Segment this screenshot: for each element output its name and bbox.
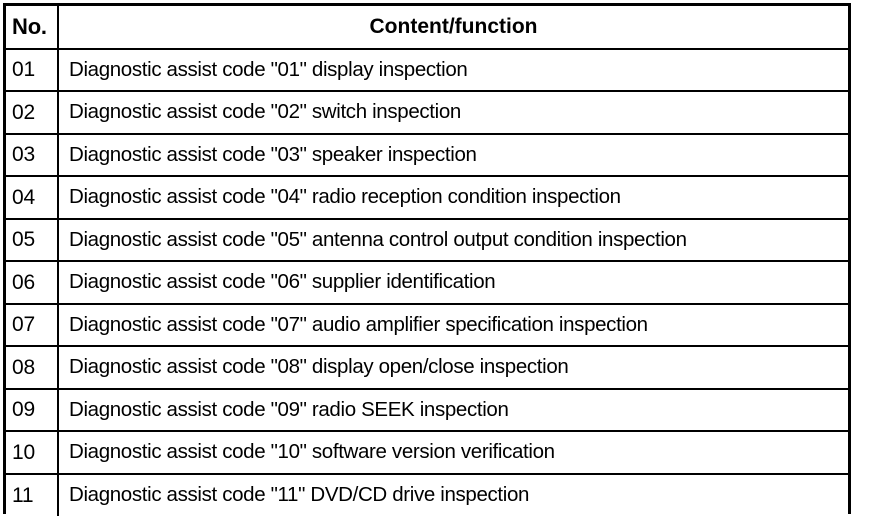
table-row: 01 Diagnostic assist code "01" display i… (6, 48, 848, 92)
table-header: No. Content/function (6, 6, 848, 50)
row-number: 09 (6, 388, 59, 432)
row-number: 07 (6, 303, 59, 347)
row-number: 10 (6, 431, 59, 475)
table-row: 10 Diagnostic assist code "10" software … (6, 431, 848, 475)
row-number: 03 (6, 133, 59, 177)
row-number: 08 (6, 346, 59, 390)
row-number: 01 (6, 48, 59, 92)
row-number: 06 (6, 261, 59, 305)
row-content: Diagnostic assist code "11" DVD/CD drive… (58, 473, 848, 516)
row-content: Diagnostic assist code "10" software ver… (58, 431, 848, 475)
table-row: 05 Diagnostic assist code "05" antenna c… (6, 218, 848, 262)
row-number: 05 (6, 218, 59, 262)
table-row: 02 Diagnostic assist code "02" switch in… (6, 91, 848, 135)
row-content: Diagnostic assist code "09" radio SEEK i… (58, 388, 848, 432)
table-row: 09 Diagnostic assist code "09" radio SEE… (6, 388, 848, 432)
row-content: Diagnostic assist code "03" speaker insp… (58, 133, 848, 177)
table-body: 01 Diagnostic assist code "01" display i… (6, 48, 848, 516)
row-content: Diagnostic assist code "04" radio recept… (58, 176, 848, 220)
row-number: 02 (6, 91, 59, 135)
table-row: 11 Diagnostic assist code "11" DVD/CD dr… (6, 473, 848, 516)
row-content: Diagnostic assist code "01" display insp… (58, 48, 848, 92)
row-number: 11 (6, 473, 59, 516)
row-content: Diagnostic assist code "05" antenna cont… (58, 218, 848, 262)
row-content: Diagnostic assist code "06" supplier ide… (58, 261, 848, 305)
table-row: 03 Diagnostic assist code "03" speaker i… (6, 133, 848, 177)
row-content: Diagnostic assist code "07" audio amplif… (58, 303, 848, 347)
table-row: 08 Diagnostic assist code "08" display o… (6, 346, 848, 390)
column-header-no: No. (6, 6, 59, 50)
diagnostic-code-table-container: No. Content/function 01 Diagnostic assis… (3, 3, 851, 516)
column-header-content-function: Content/function (58, 6, 848, 50)
row-number: 04 (6, 176, 59, 220)
table-row: 06 Diagnostic assist code "06" supplier … (6, 261, 848, 305)
table-header-row: No. Content/function (6, 6, 848, 50)
table-row: 04 Diagnostic assist code "04" radio rec… (6, 176, 848, 220)
diagnostic-code-table: No. Content/function 01 Diagnostic assis… (6, 6, 848, 516)
row-content: Diagnostic assist code "02" switch inspe… (58, 91, 848, 135)
row-content: Diagnostic assist code "08" display open… (58, 346, 848, 390)
table-row: 07 Diagnostic assist code "07" audio amp… (6, 303, 848, 347)
